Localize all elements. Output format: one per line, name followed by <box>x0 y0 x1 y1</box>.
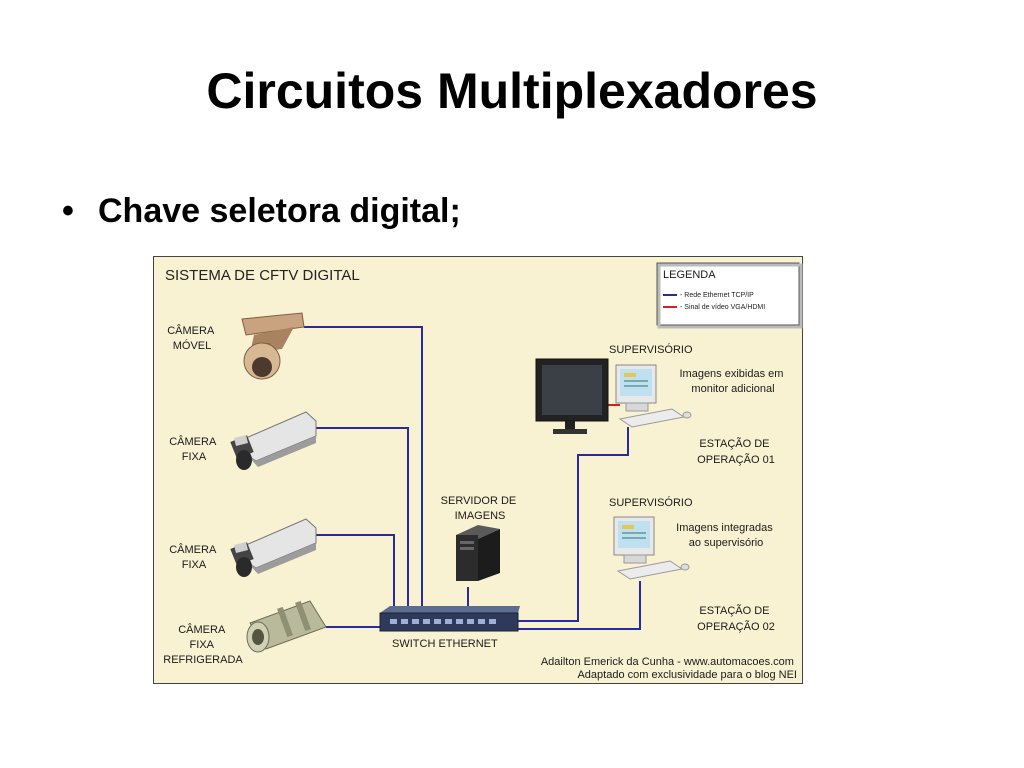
ethernet-cables <box>304 326 641 630</box>
box-camera-icon <box>230 518 317 577</box>
diagram-title: SISTEMA DE CFTV DIGITAL <box>165 267 360 284</box>
cable-station-01 <box>518 427 629 622</box>
legend-item-ethernet: - Rede Ethernet TCP/IP <box>680 292 754 299</box>
camera-refrigerada-label: CÂMERA FIXA REFRIGERADA <box>163 623 243 666</box>
bullet-item: • Chave seletora digital; <box>62 192 461 231</box>
server-label: SERVIDOR DE IMAGENS <box>441 495 520 522</box>
cable-camera-fixa-2 <box>316 534 395 617</box>
cable-camera-movel <box>304 326 423 617</box>
legend-title: LEGENDA <box>663 269 716 281</box>
station1-note: Imagens exibidas em monitor adicional <box>679 368 786 395</box>
slide-title: Circuitos Multiplexadores <box>206 63 818 119</box>
cftv-diagram: SISTEMA DE CFTV DIGITAL LEGENDA - Rede E… <box>153 256 803 684</box>
station1-name: ESTAÇÃO DE OPERAÇÃO 01 <box>697 437 775 466</box>
camera-fixa-1-label: CÂMERA FIXA <box>169 435 219 463</box>
legend-item-video: - Sinal de vídeo VGA/HDMI <box>680 304 765 311</box>
legend-box <box>656 262 800 326</box>
cooled-camera-icon <box>246 600 327 653</box>
workstation-pc-icon <box>613 516 690 580</box>
legend-shadow <box>657 263 803 329</box>
camera-fixa-2-label: CÂMERA FIXA <box>169 543 219 571</box>
ptz-dome-camera-icon <box>241 312 305 380</box>
camera-movel-label: CÂMERA MÓVEL <box>167 324 217 352</box>
ethernet-switch-icon <box>379 606 520 632</box>
cftv-diagram-svg: SISTEMA DE CFTV DIGITAL LEGENDA - Rede E… <box>163 262 803 681</box>
external-monitor-icon <box>535 358 609 434</box>
cable-camera-fixa-1 <box>316 427 409 617</box>
diagram-credit: Adailton Emerick da Cunha - www.automaco… <box>541 656 797 681</box>
bullet-text: Chave seletora digital; <box>98 192 461 230</box>
station2-note: Imagens integradas ao supervisório <box>676 522 776 549</box>
server-tower-icon <box>456 525 500 581</box>
switch-label: SWITCH ETHERNET <box>392 638 498 650</box>
bullet-dot: • <box>62 192 74 230</box>
station2-name: ESTAÇÃO DE OPERAÇÃO 02 <box>697 604 775 633</box>
legend: LEGENDA - Rede Ethernet TCP/IP - Sinal d… <box>656 262 803 329</box>
cable-station-02 <box>518 581 641 630</box>
box-camera-icon <box>230 411 317 470</box>
station1-supervisor-label: SUPERVISÓRIO <box>609 343 693 356</box>
station2-supervisor-label: SUPERVISÓRIO <box>609 496 693 509</box>
workstation-pc-icon <box>615 364 692 428</box>
